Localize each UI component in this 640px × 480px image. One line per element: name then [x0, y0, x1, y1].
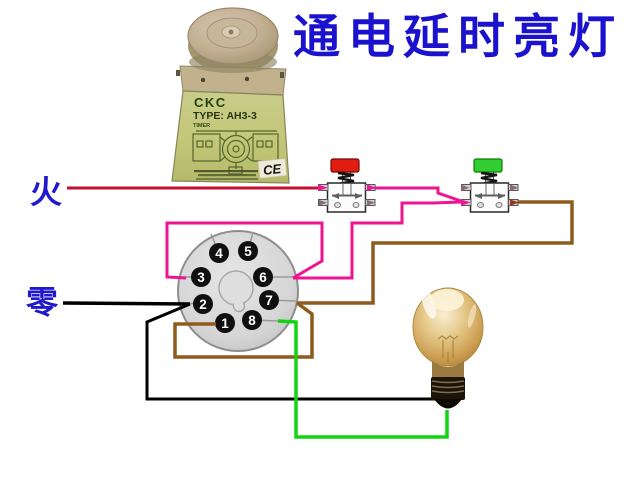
relay-screw-right: [244, 76, 250, 82]
bulb-screw-threads: [431, 380, 465, 394]
red-button-out-arrow: [367, 184, 376, 191]
relay-fine-print: [194, 170, 258, 180]
red-button-cap: [330, 158, 360, 173]
red-pushbutton: [318, 158, 376, 213]
red-button-body: [326, 182, 367, 213]
timer-relay-photo: CKC TYPE: AH3-3 TIMER: [171, 7, 290, 184]
relay-mark-left: [176, 70, 180, 76]
socket-keyhole-join: [234, 298, 243, 306]
socket-pin-1: 1: [215, 313, 235, 333]
green-button-cap: [473, 158, 503, 173]
green-button-unused-arrow-left: [461, 184, 469, 191]
wire-green-pin8-to-bulb: [277, 319, 449, 439]
live-wire-label: 火: [30, 174, 62, 210]
bulb-highlight-right: [467, 304, 477, 328]
socket-pin-8: 8: [242, 310, 262, 330]
wire-pink-red-button-to-green-button: [375, 186, 462, 203]
relay-socket: 1 2 3 4 5 6 7 8: [177, 230, 299, 352]
neutral-wire-label: 零: [26, 284, 59, 320]
wire-neutral-to-bulb: [145, 302, 440, 401]
bulb-highlight-left: [421, 289, 437, 319]
relay-mark-right: [280, 72, 284, 78]
relay-timer-text: TIMER: [193, 123, 210, 129]
wire-neutral-line: [62, 301, 191, 306]
green-pushbutton: [461, 158, 519, 213]
svg-text:CE: CE: [262, 161, 282, 178]
socket-pin-2: 2: [193, 294, 213, 314]
bulb-filament: [437, 335, 459, 362]
bulb-neck: [432, 361, 464, 378]
svg-text:1: 1: [221, 316, 229, 331]
green-button-unused-arrow-right: [510, 184, 518, 191]
wire-brown-green-button-to-pin7: [297, 200, 574, 305]
bulb-screw-base: [431, 377, 465, 400]
red-button-unused-arrow-right: [367, 200, 375, 206]
red-button-live-arrow: [318, 184, 328, 191]
red-button-spring: [337, 171, 355, 185]
svg-text:8: 8: [248, 313, 256, 328]
svg-text:2: 2: [199, 297, 207, 312]
svg-text:5: 5: [244, 244, 252, 259]
wire-pink-pin3-to-pin6: [165, 221, 324, 280]
socket-pin-4: 4: [209, 243, 229, 263]
bulb-glow: [430, 289, 464, 311]
green-button-spring: [480, 171, 498, 185]
socket-pin-7: 7: [259, 290, 279, 310]
svg-text:6: 6: [259, 270, 267, 285]
green-button-body: [469, 182, 510, 213]
green-button-in-arrow: [461, 199, 471, 206]
relay-screw-left: [200, 77, 206, 83]
bulb-base-tip: [434, 399, 462, 409]
relay-can-hole: [228, 29, 234, 35]
relay-brand-text: CKC: [194, 95, 227, 110]
green-button-out-arrow: [510, 199, 519, 206]
svg-text:4: 4: [215, 246, 223, 261]
relay-model-text: TYPE: AH3-3: [193, 110, 257, 122]
relay-ce-mark: CE: [257, 158, 288, 179]
light-bulb: [412, 287, 484, 409]
red-button-unused-arrow-left: [319, 200, 327, 206]
socket-pin-3: 3: [191, 267, 211, 287]
socket-pin-6: 6: [253, 267, 273, 287]
svg-text:3: 3: [197, 270, 205, 285]
wire-brown-pin7-to-pin1: [173, 301, 314, 359]
socket-pin-5: 5: [238, 241, 258, 261]
svg-text:7: 7: [265, 293, 273, 308]
wire-pink-pin6-to-green-button: [293, 200, 462, 280]
page-title: 通电延时亮灯: [293, 10, 623, 63]
